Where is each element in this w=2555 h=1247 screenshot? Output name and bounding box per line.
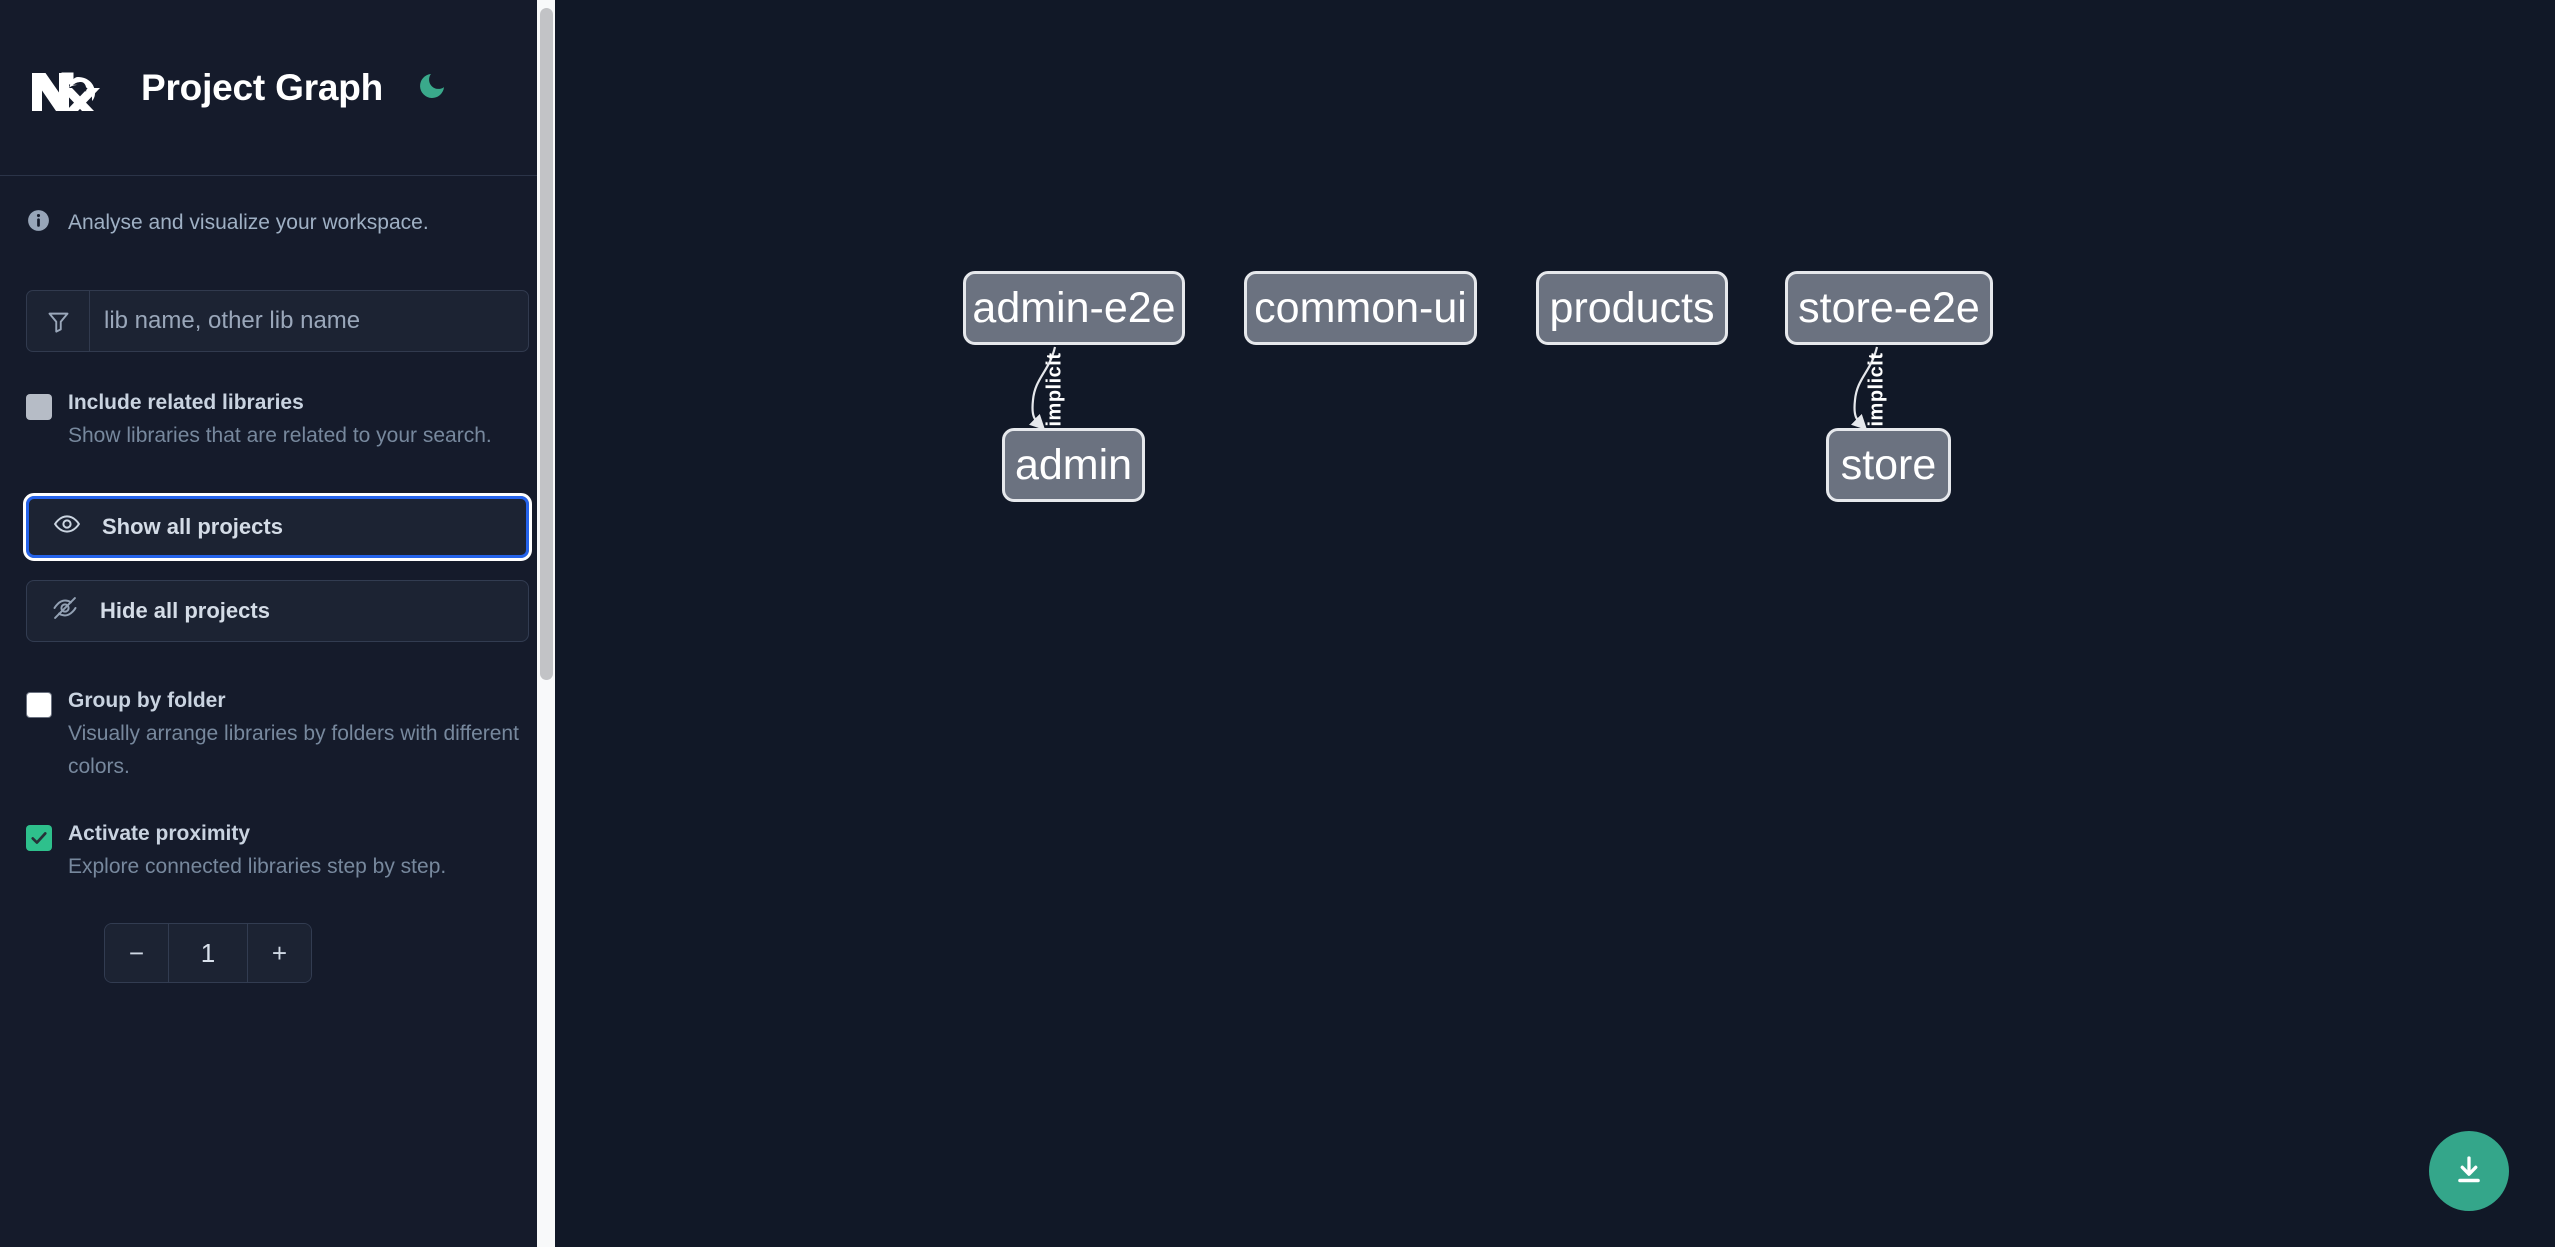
proximity-stepper-wrap: − 1 + — [0, 923, 555, 983]
edge-label-implicit-admin: implicit — [1043, 352, 1066, 427]
project-visibility-buttons: Show all projects Hide all projects — [0, 493, 555, 642]
eye-off-icon — [51, 594, 79, 628]
stepper-value: 1 — [168, 924, 248, 982]
theme-toggle-button[interactable] — [411, 67, 453, 109]
option-title: Group by folder — [68, 689, 226, 712]
graph-node-admin-e2e[interactable]: admin-e2e — [963, 271, 1185, 345]
edge-label-implicit-store: implicit — [1865, 352, 1888, 427]
header-divider — [0, 175, 555, 176]
funnel-filter-icon[interactable] — [27, 291, 90, 351]
include-related-libraries-checkbox[interactable] — [26, 394, 52, 452]
workspace-info: Analyse and visualize your workspace. — [0, 176, 555, 238]
graph-canvas[interactable]: implicit implicit admin-e2e common-ui pr… — [555, 0, 2555, 1247]
graph-node-products[interactable]: products — [1536, 271, 1728, 345]
option-activate-proximity[interactable]: Activate proximity Explore connected lib… — [0, 821, 555, 883]
workspace-info-text: Analyse and visualize your workspace. — [68, 211, 429, 234]
option-include-related-libraries[interactable]: Include related libraries Show libraries… — [0, 352, 555, 452]
graph-node-label: common-ui — [1254, 283, 1467, 332]
graph-node-label: store-e2e — [1798, 283, 1980, 332]
option-title: Include related libraries — [68, 391, 304, 414]
filter-section — [0, 238, 555, 352]
option-description: Show libraries that are related to your … — [68, 424, 492, 447]
page-title: Project Graph — [141, 66, 384, 108]
graph-edges — [1028, 346, 1879, 431]
graph-node-common-ui[interactable]: common-ui — [1244, 271, 1477, 345]
nx-logo-icon — [26, 59, 110, 117]
eye-icon — [53, 510, 81, 544]
option-group-by-folder[interactable]: Group by folder Visually arrange librari… — [0, 688, 555, 783]
quantity-stepper: − 1 + — [104, 923, 312, 983]
hide-all-projects-button[interactable]: Hide all projects — [26, 580, 529, 642]
graph-node-store-e2e[interactable]: store-e2e — [1785, 271, 1993, 345]
show-all-projects-button[interactable]: Show all projects — [23, 493, 532, 561]
decrement-button[interactable]: − — [105, 924, 168, 982]
graph-node-label: admin-e2e — [972, 283, 1176, 332]
sidebar: Project Graph — [0, 0, 555, 1247]
download-icon — [2451, 1152, 2487, 1191]
sidebar-scrollbar-thumb[interactable] — [540, 8, 553, 680]
graph-node-label: admin — [1014, 440, 1133, 489]
sidebar-header: Project Graph — [0, 0, 555, 175]
sidebar-scrollbar[interactable] — [537, 0, 555, 1247]
increment-button[interactable]: + — [248, 924, 311, 982]
graph-node-label: store — [1840, 440, 1937, 489]
group-by-folder-checkbox[interactable] — [26, 692, 52, 783]
filter-box — [26, 290, 529, 352]
download-button[interactable] — [2429, 1131, 2509, 1211]
moon-icon — [416, 70, 448, 105]
option-description: Explore connected libraries step by step… — [68, 855, 447, 878]
option-title: Activate proximity — [68, 822, 251, 845]
info-circle-icon — [26, 208, 51, 238]
search-input[interactable] — [90, 291, 528, 351]
show-all-projects-label: Show all projects — [102, 514, 283, 539]
graph-node-store[interactable]: store — [1826, 428, 1951, 502]
activate-proximity-checkbox[interactable] — [26, 825, 52, 883]
graph-node-admin[interactable]: admin — [1002, 428, 1145, 502]
option-description: Visually arrange libraries by folders wi… — [68, 722, 519, 778]
graph-node-label: products — [1549, 283, 1715, 332]
hide-all-projects-label: Hide all projects — [100, 598, 270, 623]
